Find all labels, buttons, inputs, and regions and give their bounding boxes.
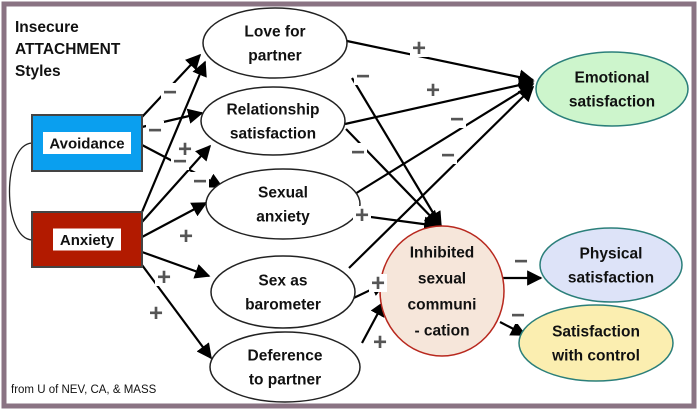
edge-anxiety-to-love — [140, 60, 207, 213]
sexanx-label: anxiety — [256, 209, 310, 226]
relsat-ellipse — [200, 86, 346, 156]
edge-love-to-inhibited — [351, 77, 442, 228]
negative-sign: − — [193, 168, 207, 195]
love-label: Love for — [244, 24, 305, 41]
sign-backdrop — [155, 268, 173, 286]
sign-backdrop — [147, 304, 165, 322]
emotional-label: Emotional — [575, 70, 650, 87]
edge-love-to-emotional — [346, 39, 535, 85]
inhibited-label: sexual — [418, 271, 466, 288]
control-label: with control — [551, 348, 640, 365]
negative-sign: − — [514, 248, 528, 275]
sign-backdrop — [509, 306, 527, 324]
sign-backdrop — [448, 110, 466, 128]
title-line: Insecure — [15, 19, 79, 36]
sign-backdrop — [146, 121, 164, 139]
inhibited-label: communi — [408, 297, 477, 314]
node-deference: Deference to partner — [209, 331, 361, 403]
positive-sign: + — [373, 329, 387, 356]
avoidance-label-bg — [43, 132, 131, 154]
negative-sign: − — [148, 117, 162, 144]
positive-sign: + — [178, 136, 192, 163]
edge-deference-to-inhibited — [361, 300, 385, 344]
node-relsat: Relationship satisfaction — [200, 86, 346, 156]
title-line: ATTACHMENT — [15, 41, 121, 58]
barometer-label: Sex as — [258, 273, 307, 290]
control-label: Satisfaction — [552, 324, 640, 341]
deference-label: to partner — [249, 372, 321, 389]
physical-label: satisfaction — [568, 270, 654, 287]
positive-sign: + — [157, 264, 171, 291]
node-emotional: Emotional satisfaction — [535, 51, 689, 127]
negative-sign: − — [511, 302, 525, 329]
positive-sign: + — [371, 270, 385, 297]
node-love: Love for partner — [202, 7, 348, 79]
edge-anxiety-to-deference — [141, 264, 212, 360]
relsat-label: satisfaction — [230, 126, 316, 143]
sign-backdrop — [177, 227, 195, 245]
negative-sign: − — [356, 63, 370, 90]
edge-anxiety-to-relsat — [141, 144, 212, 223]
sign-backdrop — [349, 143, 367, 161]
edge-anxiety-to-sexanx — [141, 202, 208, 238]
barometer-ellipse — [210, 255, 356, 329]
sign-backdrop — [176, 140, 194, 158]
node-physical: Physical satisfaction — [539, 227, 683, 303]
sign-backdrop — [191, 172, 209, 190]
anxiety-label-bg — [53, 228, 121, 251]
inhibited-label: - cation — [414, 323, 469, 340]
sign-backdrop — [371, 333, 389, 351]
emotional-label: satisfaction — [569, 94, 655, 111]
source-credit: from U of NEV, CA, & MASS — [11, 384, 157, 396]
negative-sign: − — [351, 139, 365, 166]
control-ellipse — [518, 304, 674, 382]
physical-label: Physical — [580, 246, 643, 263]
positive-sign: + — [179, 223, 193, 250]
title-line: Styles — [15, 63, 61, 80]
negative-sign: − — [163, 79, 177, 106]
node-sexanx: Sexual anxiety — [205, 168, 361, 240]
positive-sign: + — [149, 300, 163, 327]
positive-sign: + — [355, 202, 369, 229]
negative-sign: − — [450, 106, 464, 133]
node-control: Satisfaction with control — [518, 304, 674, 382]
positive-sign: + — [426, 77, 440, 104]
deference-ellipse — [209, 331, 361, 403]
relsat-label: Relationship — [226, 102, 319, 119]
node-avoidance: Avoidance — [31, 114, 143, 172]
sexanx-label: Sexual — [258, 185, 308, 202]
love-label: partner — [248, 48, 301, 65]
negative-sign: − — [441, 142, 455, 169]
emotional-ellipse — [535, 51, 689, 127]
sign-backdrop — [439, 146, 457, 164]
edge-anxiety-to-barometer — [141, 250, 211, 279]
barometer-label: barometer — [245, 297, 321, 314]
deference-label: Deference — [248, 348, 323, 365]
love-ellipse — [202, 7, 348, 79]
sign-backdrop — [353, 206, 371, 224]
inhibited-label: Inhibited — [410, 245, 475, 262]
edge-barometer-to-emotional — [348, 85, 535, 269]
positive-sign: + — [412, 35, 426, 62]
sign-backdrop — [354, 67, 372, 85]
sign-backdrop — [512, 252, 530, 270]
node-anxiety: Anxiety — [31, 211, 143, 268]
sign-backdrop — [369, 274, 387, 292]
diagram-title: Insecure ATTACHMENT Styles — [15, 17, 120, 83]
anxiety-label: Anxiety — [60, 232, 115, 249]
edge-sexanx-to-emotional — [349, 83, 535, 198]
avoidance-label: Avoidance — [49, 135, 124, 152]
node-barometer: Sex as barometer — [210, 255, 356, 329]
sign-backdrop — [410, 39, 428, 57]
sign-backdrop — [424, 81, 442, 99]
sexanx-ellipse — [205, 168, 361, 240]
sign-backdrop — [161, 83, 179, 101]
physical-ellipse — [539, 227, 683, 303]
correlation-curve — [8, 142, 33, 241]
node-inhibited: Inhibited sexual communi - cation — [379, 225, 505, 357]
